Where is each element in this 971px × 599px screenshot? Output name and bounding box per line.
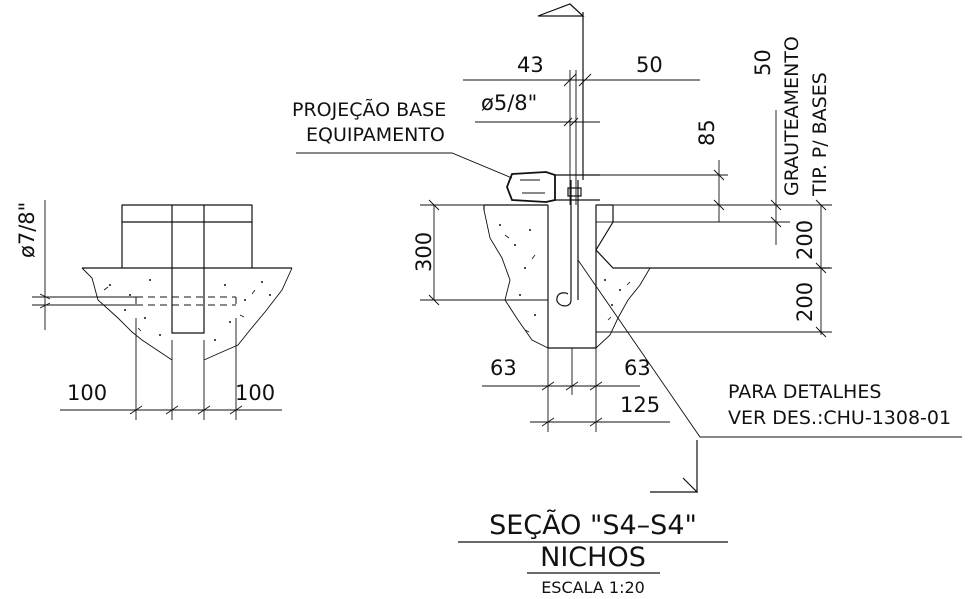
anchor-bolt: [570, 180, 579, 300]
dim-extension-lines: [135, 318, 237, 420]
grout-hatch-left: [121, 204, 173, 223]
equipment-base: [506, 171, 556, 203]
dim-extensions-right: [596, 174, 832, 333]
title-scale: ESCALA 1:20: [541, 578, 645, 597]
bar-dashed: [135, 296, 237, 306]
label-projecao-2: EQUIPAMENTO: [306, 124, 445, 146]
bar-extension: [32, 296, 136, 306]
bolt-nut: [567, 187, 582, 197]
grout-hatch-section: [595, 204, 614, 223]
title-section: SEÇÃO "S4–S4": [489, 509, 697, 541]
title-block: SEÇÃO "S4–S4" NICHOS ESCALA 1:20: [458, 509, 728, 597]
concrete-stipple: [103, 279, 271, 341]
dim-63-left: 63: [490, 356, 517, 380]
dim-200-upper: 200: [793, 220, 817, 260]
dim-50-top: 50: [636, 53, 663, 77]
label-tip-bases: TIP. P/ BASES: [809, 72, 831, 197]
dim-extensions-bottom: [547, 348, 597, 432]
concrete-outline-left: [483, 209, 549, 349]
dim-diameter-78: ø7/8": [15, 202, 39, 258]
dim-63-right: 63: [624, 356, 651, 380]
concrete-outline: [81, 267, 293, 361]
section-detail: 43 50 ø5/8" PROJEÇÃO BASE EQUIPAMENTO: [292, 3, 962, 493]
anchor-pocket: [171, 205, 205, 334]
dim-125: 125: [620, 393, 660, 417]
nicho-pocket: [547, 205, 597, 349]
bolt-hook: [556, 292, 572, 307]
dim-50-vert: 50: [751, 49, 775, 76]
dim-diameter-58: ø5/8": [481, 91, 537, 115]
block-outline: [483, 205, 830, 269]
dim-line-300: [420, 204, 548, 301]
title-nichos: NICHOS: [540, 542, 646, 573]
dim-100-right: 100: [235, 381, 275, 405]
section-arrow-bottom: [650, 477, 699, 493]
dim-300: 300: [412, 232, 436, 272]
section-arrow-top: [537, 3, 585, 17]
ref-ver-des: VER DES.:CHU-1308-01: [728, 407, 951, 429]
dim-100-left: 100: [67, 381, 107, 405]
grout-hatch-right: [203, 204, 253, 223]
ref-para-detalhes: PARA DETALHES: [728, 381, 881, 403]
section-stipple: [499, 224, 631, 333]
dim-43: 43: [517, 53, 544, 77]
leader-reference: [577, 259, 962, 438]
dim-200-lower: 200: [793, 282, 817, 322]
concrete-outline-right: [595, 267, 651, 349]
label-grauteamento: GRAUTEAMENTO: [781, 36, 803, 196]
dim-85: 85: [695, 119, 719, 146]
label-projecao-1: PROJEÇÃO BASE: [292, 98, 446, 121]
left-detail: 100 100 ø7/8": [15, 200, 293, 420]
plinth-outline: [121, 204, 253, 268]
leader-projecao: [296, 152, 513, 179]
